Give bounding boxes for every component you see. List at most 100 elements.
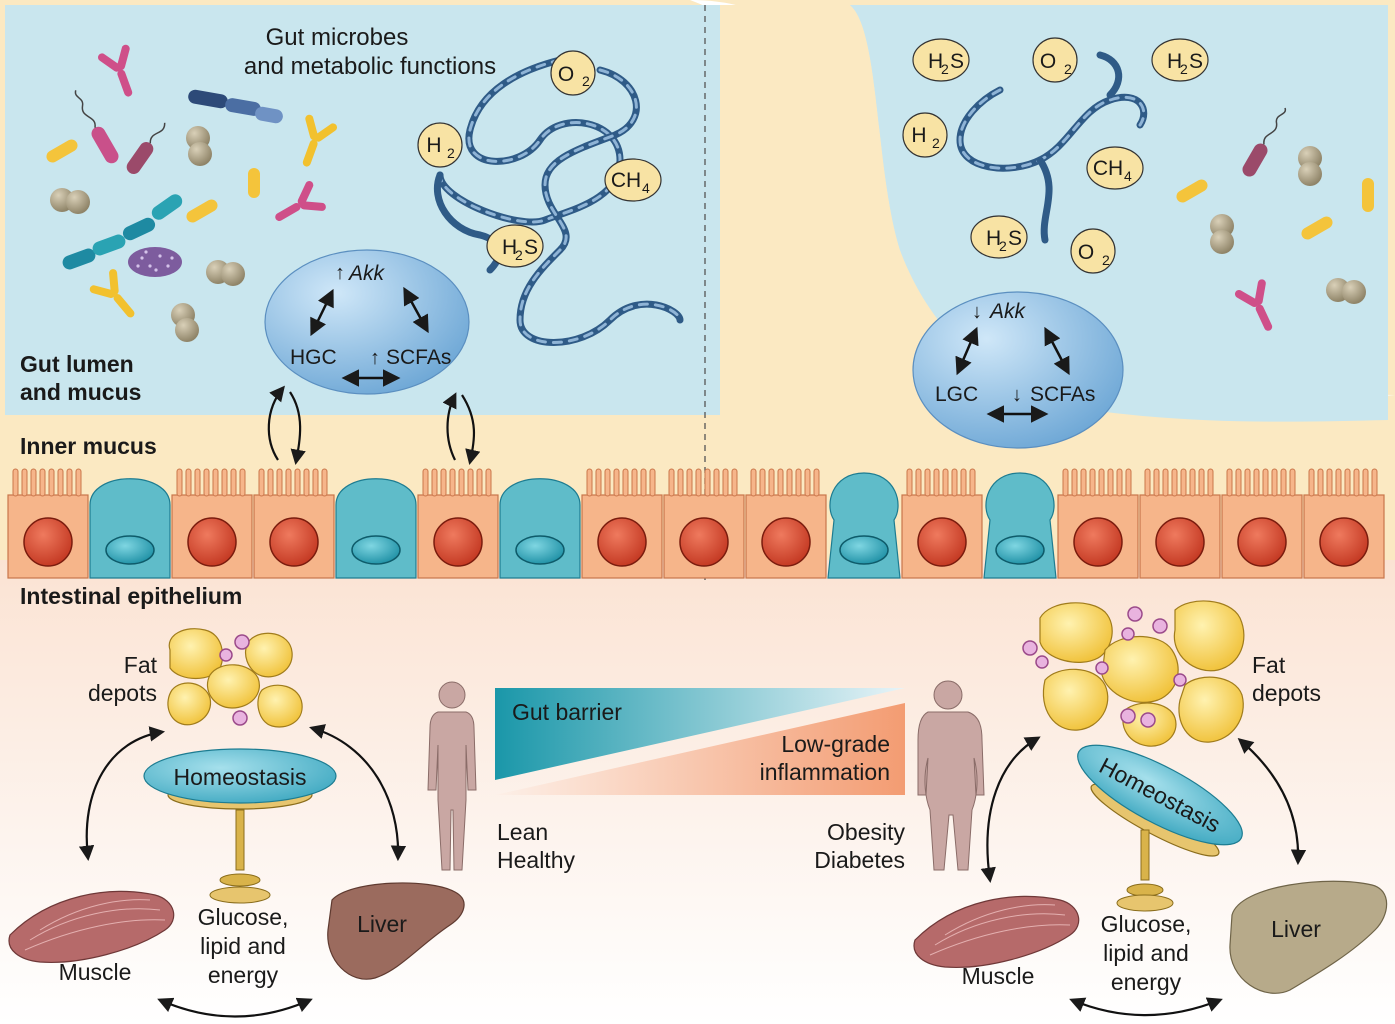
obese-human-icon — [917, 680, 985, 871]
molecule-h2-right: H 2 — [902, 112, 948, 158]
blue-rod-chain-top — [188, 89, 283, 124]
scfa-up-arrow: ↑ — [370, 347, 380, 369]
fat-depots-label-right-2: depots — [1252, 680, 1321, 706]
arrows-right-body — [980, 736, 1307, 1017]
svg-text:S: S — [1008, 227, 1022, 250]
svg-text:2: 2 — [1180, 61, 1188, 77]
gut-barrier-wedge: Gut barrier — [495, 688, 905, 780]
akk-label-right: Akk — [988, 300, 1027, 323]
molecule-h2-left: H 2 — [417, 122, 463, 168]
muscle-label-left: Muscle — [59, 959, 132, 985]
svg-text:O: O — [1040, 50, 1056, 73]
molecule-h2s-right-2: H 2 S — [1151, 38, 1209, 82]
inner-mucus-band — [5, 415, 720, 465]
fat-depots-right: Fat depots — [1022, 600, 1321, 747]
akk-down-arrow: ↓ — [972, 301, 982, 323]
glucose-label-left-3: energy — [208, 962, 279, 988]
svg-text:S: S — [950, 50, 964, 73]
obesity-label: Obesity — [827, 819, 905, 845]
glucose-label-right-3: energy — [1111, 969, 1182, 995]
fat-depots-label-2: depots — [88, 680, 157, 706]
molecule-h2s-left: H 2 S — [486, 224, 544, 268]
enterocyte-cell — [253, 468, 335, 579]
enterocyte-cell — [171, 468, 253, 579]
svg-text:S: S — [524, 236, 538, 259]
lgc-label: LGC — [935, 383, 978, 406]
molecule-o2-left: O 2 — [550, 50, 596, 96]
molecule-h2s-right-3: H 2 S — [970, 215, 1028, 259]
enterocyte-cell — [901, 468, 983, 579]
svg-text:H: H — [986, 227, 1001, 250]
enterocyte-cell — [417, 468, 499, 579]
svg-text:O: O — [558, 63, 574, 86]
inner-mucus-label: Inner mucus — [20, 433, 157, 459]
molecule-ch4-right: CH 4 — [1086, 146, 1144, 190]
arrows-left-body — [78, 724, 407, 1018]
antibody-yellow — [302, 114, 338, 167]
akk-up-arrow: ↑ — [335, 262, 345, 284]
antibody-yellow-2 — [89, 269, 135, 318]
molecule-o2-right-1: O 2 — [1032, 37, 1078, 83]
dna-strand-right — [956, 51, 1148, 244]
fat-depots-label-1: Fat — [124, 652, 158, 678]
diplococcus — [50, 126, 245, 342]
svg-text:2: 2 — [447, 145, 455, 161]
molecule-o2-right-2: O 2 — [1070, 228, 1116, 274]
svg-text:2: 2 — [932, 135, 940, 151]
liver-left: Liver — [327, 882, 465, 980]
hgc-label: HGC — [290, 346, 337, 369]
svg-text:2: 2 — [1064, 61, 1072, 77]
svg-text:2: 2 — [582, 73, 590, 89]
inflammation-label-1: Low-grade — [781, 731, 890, 757]
homeostasis-balance-right: Homeostasis — [1077, 744, 1243, 912]
svg-text:H: H — [502, 236, 517, 259]
lean-label: Lean — [497, 819, 548, 845]
akk-label: Akk — [347, 262, 386, 285]
enterocyte-cell — [1139, 468, 1221, 579]
svg-text:4: 4 — [642, 180, 650, 196]
svg-text:2: 2 — [999, 238, 1007, 254]
inflammation-wedge: Low-grade inflammation — [495, 703, 905, 795]
svg-text:H: H — [911, 124, 926, 147]
molecule-h2s-right-1: H 2 S — [912, 38, 970, 82]
goblet-cell — [827, 472, 901, 579]
glucose-label-left-1: Glucose, — [198, 904, 289, 930]
svg-text:CH: CH — [611, 169, 641, 192]
goblet-cell — [335, 478, 417, 579]
akk-cycle-left: ↑ Akk HGC ↑ SCFAs — [264, 249, 481, 466]
muscle-left: Muscle — [8, 890, 175, 985]
microbes-left — [46, 44, 338, 342]
muscle-right: Muscle — [913, 895, 1080, 989]
epithelium-label: Intestinal epithelium — [20, 583, 242, 609]
svg-text:H: H — [1167, 50, 1182, 73]
diabetes-label: Diabetes — [814, 847, 905, 873]
antibody-pink — [97, 44, 133, 97]
scfas-label-right: SCFAs — [1030, 383, 1095, 406]
svg-text:CH: CH — [1093, 157, 1123, 180]
svg-text:H: H — [928, 50, 943, 73]
svg-text:2: 2 — [941, 61, 949, 77]
muscle-label-right: Muscle — [962, 963, 1035, 989]
scfas-label: SCFAs — [386, 346, 451, 369]
lumen-label-line1: Gut lumen — [20, 351, 134, 377]
enterocyte-cell — [1303, 468, 1385, 579]
liver-right: Liver — [1229, 880, 1388, 994]
fat-depots-left: Fat depots — [88, 628, 303, 728]
liver-label-left: Liver — [357, 911, 407, 937]
svg-text:H: H — [426, 134, 441, 157]
homeostasis-label-left: Homeostasis — [174, 764, 307, 790]
akk-cycle-right: ↓ Akk LGC ↓ SCFAs — [912, 291, 1124, 449]
teal-rod-chain — [62, 194, 183, 270]
svg-text:2: 2 — [1102, 252, 1110, 268]
scfa-down-arrow: ↓ — [1012, 384, 1022, 406]
enterocyte-cell — [7, 468, 89, 579]
svg-text:S: S — [1189, 50, 1203, 73]
fat-depots-label-right-1: Fat — [1252, 652, 1286, 678]
lumen-title-line1: Gut microbes — [266, 24, 409, 51]
antibody-pink-2 — [275, 181, 326, 221]
microbes-right — [1176, 107, 1374, 331]
goblet-cell — [983, 472, 1057, 579]
glucose-label-right-2: lipid and — [1103, 940, 1189, 966]
goblet-cell — [499, 478, 581, 579]
